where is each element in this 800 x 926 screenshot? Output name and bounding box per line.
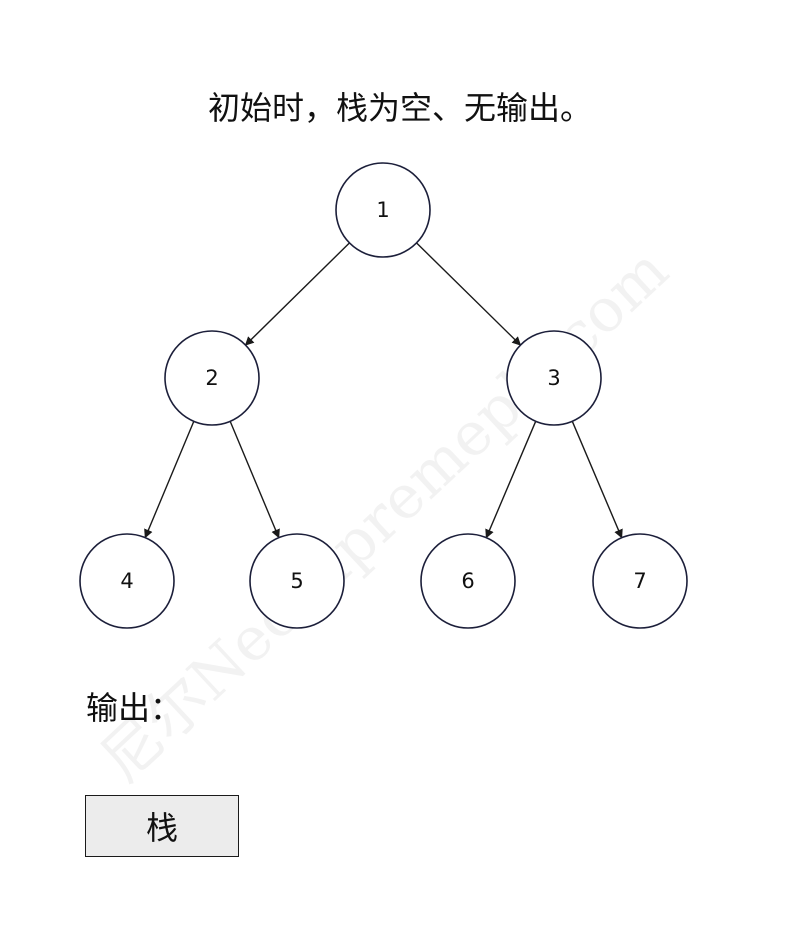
tree-node-5: 5 [249,533,345,629]
node-circle [335,162,431,258]
edge-3-6 [485,421,537,539]
node-label: 1 [376,198,389,222]
tree-node-3: 3 [506,330,602,426]
tree-node-2: 2 [164,330,260,426]
node-circle [506,330,602,426]
tree-node-6: 6 [420,533,516,629]
node-label: 4 [120,569,133,593]
nodes-layer: 1 2 3 4 5 6 7 [79,162,688,629]
output-label: 输出： [86,689,183,727]
node-circle [249,533,345,629]
edge-2-5 [229,421,280,539]
node-circle [79,533,175,629]
node-label: 5 [290,569,303,593]
edge-1-3 [416,242,522,346]
node-circle [592,533,688,629]
node-label: 2 [205,366,218,390]
node-label: 6 [461,569,474,593]
edges-layer [144,242,623,539]
node-circle [420,533,516,629]
tree-node-1: 1 [335,162,431,258]
stack-label: 栈 [145,809,178,847]
stack-box: 栈 [85,795,239,857]
edge-3-7 [571,421,623,539]
node-label: 7 [633,569,646,593]
edge-2-4 [144,421,195,539]
edge-1-2 [244,242,350,346]
tree-node-4: 4 [79,533,175,629]
page-title: 初始时，栈为空、无输出。 [207,89,592,127]
node-circle [164,330,260,426]
tree-node-7: 7 [592,533,688,629]
node-label: 3 [547,366,560,390]
